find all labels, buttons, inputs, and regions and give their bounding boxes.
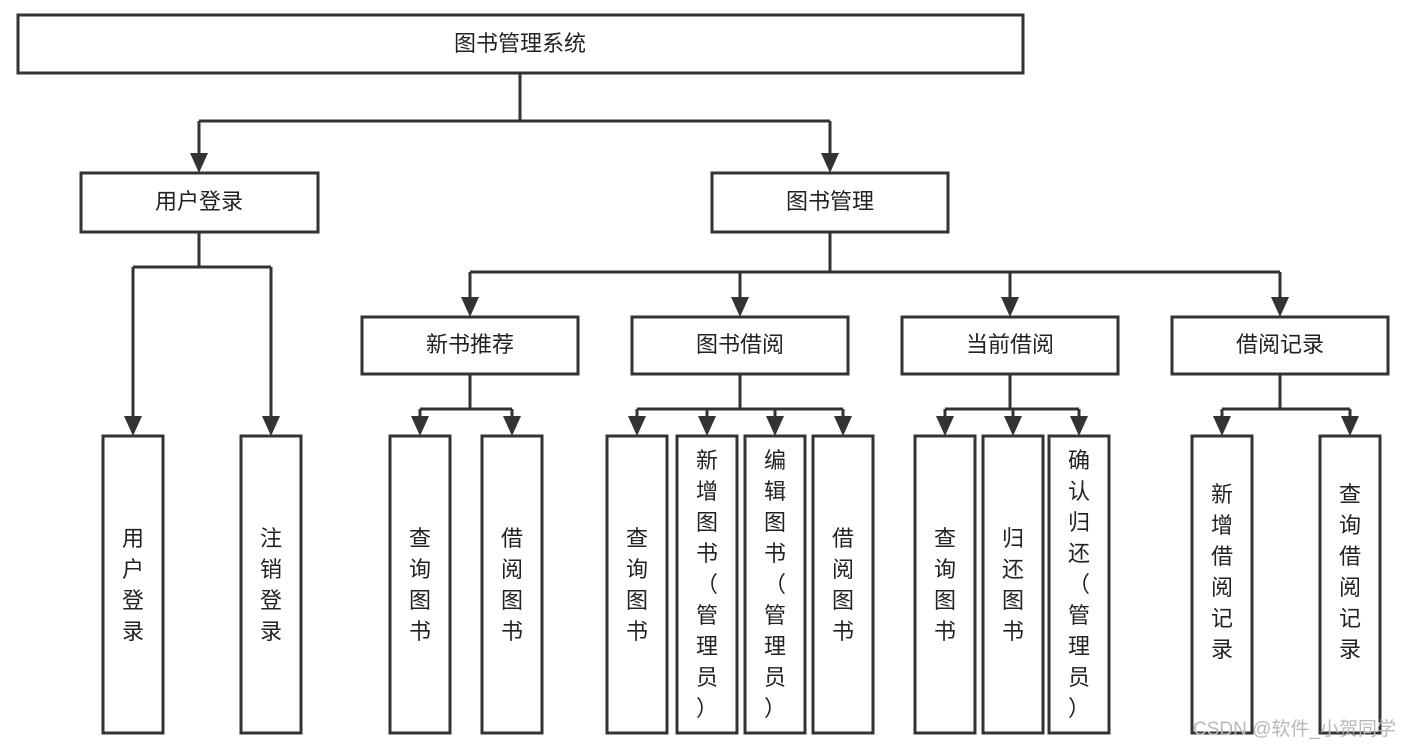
- node-new-book-recommend[interactable]: 新书推荐: [360, 315, 580, 376]
- arrow-to-leaf-confirm-return: [1070, 416, 1088, 436]
- node-leaf-query-book-current-label: 查询图书: [934, 526, 956, 644]
- node-user-login-label: 用户登录: [155, 189, 243, 214]
- node-leaf-return-book[interactable]: 归还图书: [981, 434, 1045, 735]
- node-book-management-label: 图书管理: [786, 189, 874, 214]
- node-leaf-logout-label: 注销登录: [260, 526, 282, 644]
- node-leaf-user-login[interactable]: 用户登录: [101, 434, 165, 735]
- node-new-book-recommend-box[interactable]: [360, 315, 580, 376]
- arrow-to-new-book-recommend: [461, 297, 479, 317]
- node-leaf-confirm-return[interactable]: 确认归还（管理员）: [1047, 434, 1111, 735]
- arrow-to-leaf-borrow-book-recommend: [503, 416, 521, 436]
- node-borrow-records-label: 借阅记录: [1236, 332, 1324, 357]
- node-root-label: 图书管理系统: [454, 31, 586, 56]
- connector-group-book-management: [461, 232, 1289, 317]
- node-leaf-logout-box[interactable]: [239, 434, 303, 735]
- arrow-to-leaf-borrow-book: [834, 416, 852, 436]
- arrow-to-leaf-return-book: [1004, 416, 1022, 436]
- node-root[interactable]: 图书管理系统: [16, 13, 1025, 75]
- node-root-box[interactable]: [16, 13, 1025, 75]
- connector-group-borrow-records: [1213, 374, 1359, 436]
- node-leaf-query-borrow-record[interactable]: 查询借阅记录: [1318, 434, 1382, 735]
- arrow-to-leaf-query-book-current: [936, 416, 954, 436]
- node-leaf-borrow-book-box[interactable]: [811, 434, 875, 735]
- connector-group-book-borrow: [628, 374, 852, 436]
- node-leaf-query-book-recommend-box[interactable]: [388, 434, 452, 735]
- connector-group-root: [190, 73, 839, 173]
- node-leaf-query-book-borrow-label: 查询图书: [626, 526, 648, 644]
- node-borrow-records-box[interactable]: [1170, 315, 1390, 376]
- node-leaf-return-book-box[interactable]: [981, 434, 1045, 735]
- node-leaf-query-book-borrow[interactable]: 查询图书: [605, 434, 669, 735]
- node-current-borrow-label: 当前借阅: [966, 332, 1054, 357]
- node-leaf-confirm-return-label: 确认归还（管理员）: [1068, 448, 1090, 721]
- node-book-borrow-box[interactable]: [630, 315, 850, 376]
- arrow-to-leaf-query-book-recommend: [411, 416, 429, 436]
- node-new-book-recommend-label: 新书推荐: [426, 332, 514, 357]
- arrow-to-book-management: [821, 153, 839, 173]
- node-book-borrow[interactable]: 图书借阅: [630, 315, 850, 376]
- connector-group-new-book-recommend: [411, 374, 521, 436]
- node-leaf-query-book-current[interactable]: 查询图书: [913, 434, 977, 735]
- node-book-management-box[interactable]: [710, 171, 950, 234]
- node-user-login[interactable]: 用户登录: [79, 171, 320, 234]
- node-borrow-records[interactable]: 借阅记录: [1170, 315, 1390, 376]
- arrow-to-leaf-query-book-borrow: [628, 416, 646, 436]
- leaf-node-layer: 用户登录 注销登录 查询图书 借阅图书 查询图书 新增图书（管理员） 编辑图书（管理员） 借阅…: [101, 434, 1382, 735]
- node-leaf-borrow-book-recommend[interactable]: 借阅图书: [480, 434, 544, 735]
- node-leaf-edit-book-label: 编辑图书（管理员）: [764, 448, 786, 721]
- node-leaf-query-book-borrow-box[interactable]: [605, 434, 669, 735]
- connector-group-current-borrow: [936, 374, 1088, 436]
- node-leaf-add-borrow-record-box[interactable]: [1190, 434, 1254, 735]
- node-leaf-add-book[interactable]: 新增图书（管理员）: [675, 434, 739, 735]
- node-current-borrow-box[interactable]: [900, 315, 1120, 376]
- node-book-borrow-label: 图书借阅: [696, 332, 784, 357]
- arrow-to-leaf-add-book: [698, 416, 716, 436]
- node-leaf-add-book-label: 新增图书（管理员）: [696, 448, 718, 721]
- arrow-to-user-login: [190, 153, 208, 173]
- arrow-to-leaf-edit-book: [766, 416, 784, 436]
- node-leaf-borrow-book-recommend-label: 借阅图书: [501, 526, 523, 644]
- arrow-to-borrow-records: [1271, 297, 1289, 317]
- node-current-borrow[interactable]: 当前借阅: [900, 315, 1120, 376]
- csdn-watermark: CSDN @软件_小贺同学: [1193, 718, 1396, 740]
- arrow-to-leaf-add-borrow-record: [1213, 416, 1231, 436]
- node-leaf-logout[interactable]: 注销登录: [239, 434, 303, 735]
- node-leaf-confirm-return-box[interactable]: [1047, 434, 1111, 735]
- node-leaf-edit-book-box[interactable]: [743, 434, 807, 735]
- node-leaf-query-book-recommend[interactable]: 查询图书: [388, 434, 452, 735]
- node-book-management[interactable]: 图书管理: [710, 171, 950, 234]
- node-leaf-add-book-box[interactable]: [675, 434, 739, 735]
- arrow-to-book-borrow: [731, 297, 749, 317]
- arrow-to-leaf-logout: [262, 416, 280, 436]
- node-leaf-borrow-book-label: 借阅图书: [832, 526, 854, 644]
- node-leaf-borrow-book-recommend-box[interactable]: [480, 434, 544, 735]
- node-user-login-box[interactable]: [79, 171, 320, 234]
- arrow-to-leaf-user-login: [124, 416, 142, 436]
- node-leaf-return-book-label: 归还图书: [1002, 526, 1024, 644]
- node-leaf-user-login-box[interactable]: [101, 434, 165, 735]
- node-leaf-add-borrow-record[interactable]: 新增借阅记录: [1190, 434, 1254, 735]
- arrow-to-leaf-query-borrow-record: [1341, 416, 1359, 436]
- node-leaf-add-borrow-record-label: 新增借阅记录: [1211, 482, 1233, 662]
- node-leaf-edit-book[interactable]: 编辑图书（管理员）: [743, 434, 807, 735]
- node-leaf-borrow-book[interactable]: 借阅图书: [811, 434, 875, 735]
- node-leaf-query-book-recommend-label: 查询图书: [409, 526, 431, 644]
- node-leaf-user-login-label: 用户登录: [122, 526, 144, 644]
- arrow-to-current-borrow: [1001, 297, 1019, 317]
- node-leaf-query-book-current-box[interactable]: [913, 434, 977, 735]
- node-leaf-query-borrow-record-box[interactable]: [1318, 434, 1382, 735]
- connector-group-user-login: [124, 232, 280, 436]
- node-leaf-query-borrow-record-label: 查询借阅记录: [1339, 482, 1361, 662]
